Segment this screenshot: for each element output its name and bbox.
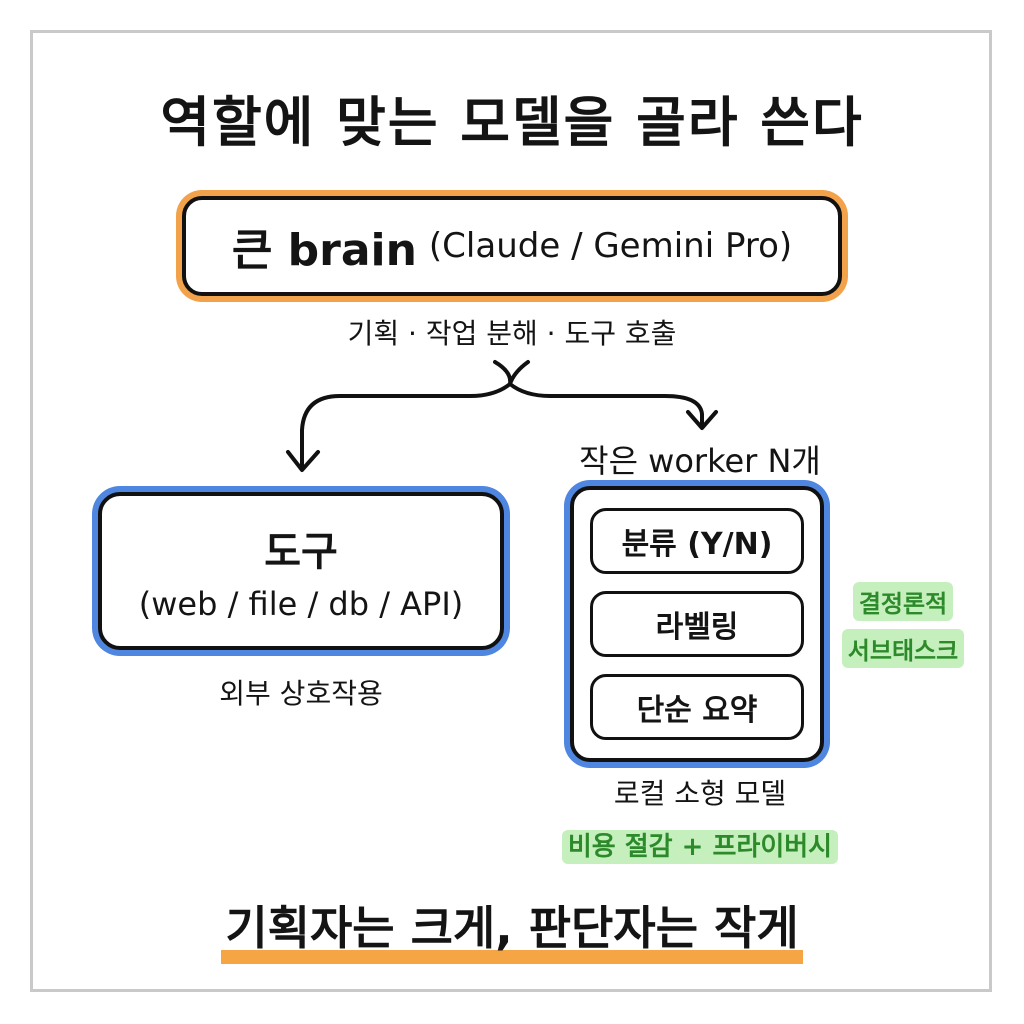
brain-box: 큰 brain (Claude / Gemini Pro) [182,196,842,296]
worker-caption: 로컬 소형 모델 [613,777,787,810]
note-line-2: 서브태스크 [841,629,965,668]
tools-box: 도구 (web / file / db / API) [98,492,504,650]
subtask-labeling: 라벨링 [590,591,804,657]
subtask-summary: 단순 요약 [590,674,804,740]
canvas-frame [30,30,992,992]
subtask-classification: 분류 (Y/N) [590,508,804,574]
tools-items: (web / file / db / API) [138,585,464,623]
worker-benefit: 비용 절감 + 프라이버시 [540,826,860,864]
brain-label: 큰 brain [231,225,417,276]
brain-models: (Claude / Gemini Pro) [428,226,793,266]
brain-caption: 기획 · 작업 분해 · 도구 호출 [347,317,677,350]
page-title: 역할에 맞는 모델을 골라 쓴다 [160,91,864,154]
bottom-line: 기획자는 크게, 판단자는 작게 [0,892,1024,964]
tools-title: 도구 [264,529,338,575]
note-line-1: 결정론적 [852,582,954,621]
tools-caption: 외부 상호작용 [219,677,383,710]
worker-heading: 작은 worker N개 [579,442,821,480]
bottom-line-text: 기획자는 크게, 판단자는 작게 [221,892,803,964]
deterministic-note: 결정론적 서브태스크 [836,582,970,668]
benefit-text: 비용 절감 + 프라이버시 [561,830,839,864]
worker-box: 분류 (Y/N) 라벨링 단순 요약 [570,486,824,762]
